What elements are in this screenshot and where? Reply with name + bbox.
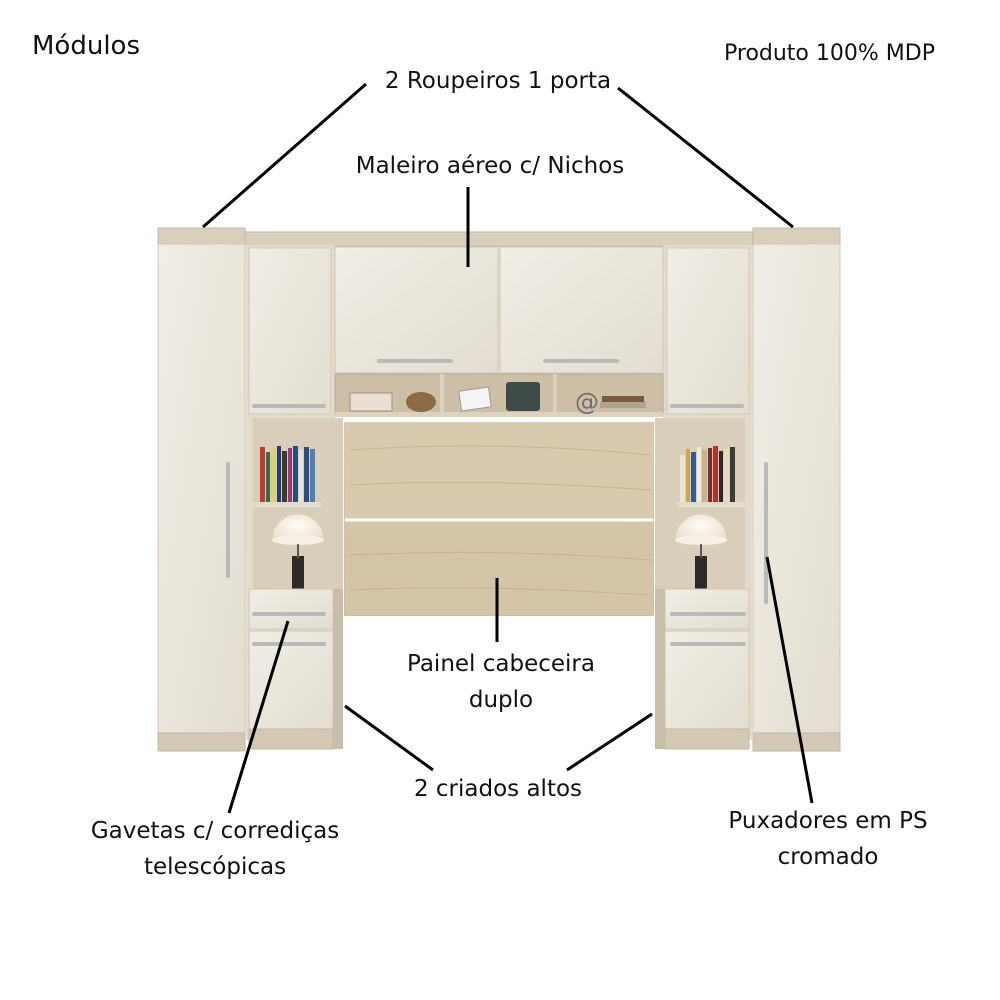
- left-nightstand-door: [248, 630, 334, 730]
- left-nightstand-base: [248, 728, 334, 750]
- callout-handles-line1: Puxadores em PS: [728, 808, 928, 834]
- right-nightstand-side: [655, 589, 665, 749]
- right-drawer-handle: [670, 612, 746, 616]
- callout-drawers-line2: telescópicas: [143, 854, 287, 880]
- left-nightstand-handle: [252, 642, 326, 646]
- overhead-left-handle: [377, 359, 453, 363]
- left-upper-handle: [252, 404, 326, 408]
- decor-vase: [506, 382, 540, 411]
- callout-handles-line2: cromado: [777, 844, 879, 870]
- left-wardrobe-base: [157, 732, 246, 752]
- callout-drawers-line1: Gavetas c/ corrediças: [90, 818, 340, 844]
- decor-box: [349, 392, 393, 412]
- leader-handles: [765, 556, 814, 804]
- decor-book-2: [600, 402, 646, 408]
- right-nightstand-handle: [670, 642, 746, 646]
- leader-wardrobe-right: [617, 86, 794, 229]
- leader-wardrobe-left: [202, 82, 367, 229]
- left-lamp: [271, 513, 325, 589]
- decor-basket: [406, 392, 436, 412]
- right-niche-shelf: [677, 502, 745, 507]
- right-upper-door: [666, 247, 750, 415]
- left-nightstand-side: [333, 589, 343, 749]
- left-nightstand: [248, 418, 343, 750]
- left-drawer: [248, 588, 334, 630]
- overhead-right-handle: [543, 359, 619, 363]
- decor-frame: [458, 386, 492, 412]
- right-wardrobe: [752, 227, 841, 752]
- right-nightstand: [655, 418, 750, 750]
- right-wardrobe-handle: [764, 462, 768, 604]
- left-wardrobe-handle: [226, 462, 230, 578]
- overhead-right-door: [499, 246, 664, 374]
- callout-nightstands: 2 criados altos: [413, 776, 583, 802]
- leader-drawers: [227, 620, 290, 814]
- decor-book-1: [602, 396, 644, 402]
- left-wardrobe-door: [157, 243, 246, 735]
- left-drawer-handle: [252, 612, 326, 616]
- niche-shelf: [335, 412, 663, 417]
- right-wardrobe-top: [752, 227, 841, 246]
- headboard-lower: [345, 521, 653, 615]
- right-lamp: [674, 513, 728, 589]
- overhead-left-door: [334, 246, 499, 374]
- headboard-grain: [349, 445, 651, 596]
- right-drawer: [664, 588, 750, 630]
- callout-headboard-line2: duplo: [468, 687, 534, 713]
- right-wardrobe-base: [752, 732, 841, 752]
- headboard-upper: [345, 423, 653, 519]
- leader-nightstand-right: [566, 712, 653, 772]
- right-upper-handle: [670, 404, 744, 408]
- top-rail: [244, 231, 754, 247]
- left-wardrobe: [157, 227, 246, 752]
- callout-overhead: Maleiro aéreo c/ Nichos: [355, 153, 625, 179]
- niche-divider-2: [553, 374, 557, 414]
- left-wardrobe-top: [157, 227, 246, 246]
- left-books: [260, 446, 315, 502]
- leader-lines: [202, 82, 814, 814]
- heading: Módulos: [32, 31, 140, 61]
- right-nightstand-base: [664, 728, 750, 750]
- right-nightstand-door: [664, 630, 750, 730]
- callout-wardrobes: 2 Roupeiros 1 porta: [384, 68, 612, 94]
- product-note: Produto 100% MDP: [724, 41, 935, 66]
- leader-nightstand-left: [344, 704, 434, 772]
- niche-divider-1: [440, 374, 444, 414]
- callout-headboard-line1: Painel cabeceira: [407, 651, 595, 677]
- left-niche-shelf: [253, 502, 321, 507]
- decor-at-sign: @: [575, 388, 599, 416]
- overhead-cabinet: @: [334, 246, 664, 417]
- headboard-panel: [342, 420, 656, 618]
- left-upper-door: [248, 247, 332, 415]
- right-books: [680, 446, 735, 502]
